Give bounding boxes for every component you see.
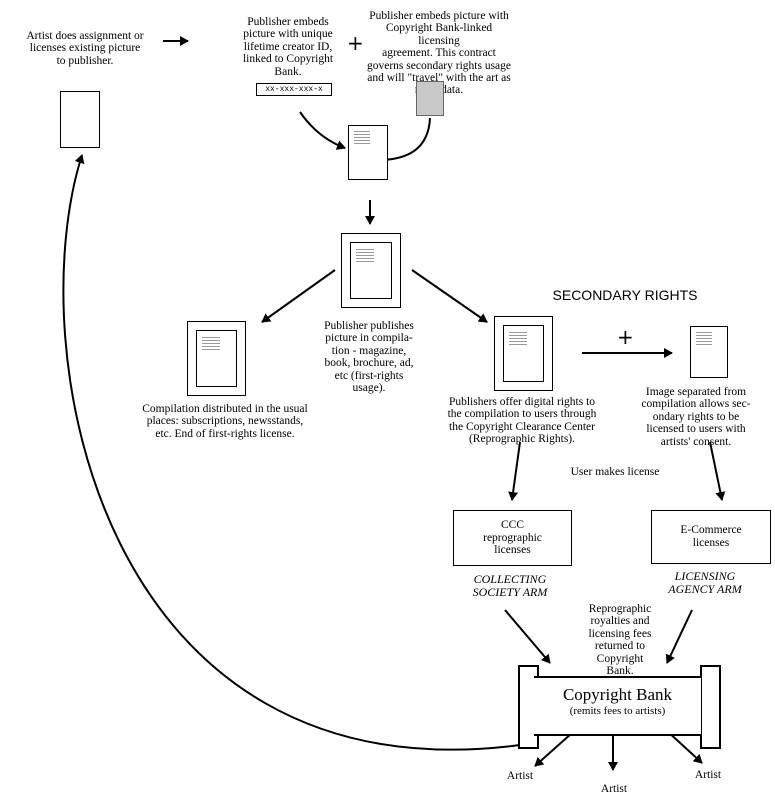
- publisher-publishes-text: Publisher publishes picture in compila- …: [324, 320, 414, 395]
- compilation-frame: [341, 233, 401, 308]
- arrow-bank-to-artist-left: [534, 732, 573, 767]
- copyright-bank-body: Copyright Bank (remits fees to artists): [534, 676, 701, 736]
- plus-sign-top: +: [347, 31, 364, 55]
- secondary-rights-heading: SECONDARY RIGHTS: [552, 287, 698, 303]
- user-makes-license-text: User makes license: [570, 466, 660, 478]
- document-lines: [509, 332, 527, 346]
- creator-id-tag: xx-xxx-xxx-x: [256, 83, 332, 96]
- ecommerce-licenses-label: E-Commerce licenses: [680, 524, 742, 549]
- artist-label-center: Artist: [600, 783, 628, 795]
- artist-label-left: Artist: [506, 770, 534, 782]
- copyright-bank-subtitle: (remits fees to artists): [569, 704, 666, 717]
- merged-document: [348, 125, 388, 180]
- publisher-embed-agreement-text: Publisher embeds picture with Copyright …: [366, 10, 512, 96]
- secondary-compilation-frame: [494, 316, 553, 391]
- document-lines: [356, 249, 374, 263]
- arrow-publishers-to-ccc: [508, 441, 521, 501]
- arrow-ecommerce-to-bank: [665, 609, 693, 664]
- arrow-ccc-to-bank: [504, 609, 551, 664]
- arrow-bank-back-to-artist: [62, 154, 521, 751]
- copyright-bank-scroll-right: [700, 665, 721, 749]
- document-lines: [696, 332, 712, 346]
- arrow-separated-to-ecommerce: [709, 441, 726, 501]
- document-lines: [354, 131, 370, 145]
- ccc-licenses-label: CCC reprographic licenses: [483, 519, 542, 557]
- secondary-compilation-page: [503, 325, 544, 382]
- copyright-bank-title: Copyright Bank: [562, 685, 673, 704]
- artist-picture-document: [60, 91, 100, 148]
- arrow-compilation-to-secondary: [411, 269, 488, 323]
- compilation-distributed-text: Compilation distributed in the usual pla…: [142, 403, 308, 440]
- arrow-compilation-to-distributed: [261, 269, 336, 323]
- arrow-id-doc-to-merged: [299, 111, 346, 150]
- ccc-licenses-box: CCC reprographic licenses: [453, 510, 572, 566]
- collecting-society-text: COLLECTING SOCIETY ARM: [472, 572, 548, 599]
- distributed-compilation-page: [196, 330, 237, 387]
- artist-step-text: Artist does assignment or licenses exist…: [26, 30, 144, 67]
- agreement-document: [416, 81, 444, 116]
- image-separated-text: Image separated from compilation allows …: [641, 386, 751, 448]
- compilation-page: [350, 242, 392, 299]
- licensing-agency-text: LICENSING AGENCY ARM: [668, 569, 742, 596]
- artist-label-right: Artist: [694, 769, 722, 781]
- distributed-compilation-frame: [187, 321, 246, 396]
- separated-image-document: [690, 326, 728, 378]
- plus-sign-secondary: +: [617, 325, 634, 349]
- publishers-offer-text: Publishers offer digital rights to the c…: [447, 396, 597, 446]
- ecommerce-licenses-box: E-Commerce licenses: [651, 510, 771, 564]
- royalties-returned-text: Reprographic royalties and licensing fee…: [588, 603, 652, 678]
- publisher-embed-id-text: Publisher embeds picture with unique lif…: [242, 16, 334, 78]
- creator-id-sample: xx-xxx-xxx-x: [265, 85, 323, 94]
- document-lines: [202, 337, 220, 351]
